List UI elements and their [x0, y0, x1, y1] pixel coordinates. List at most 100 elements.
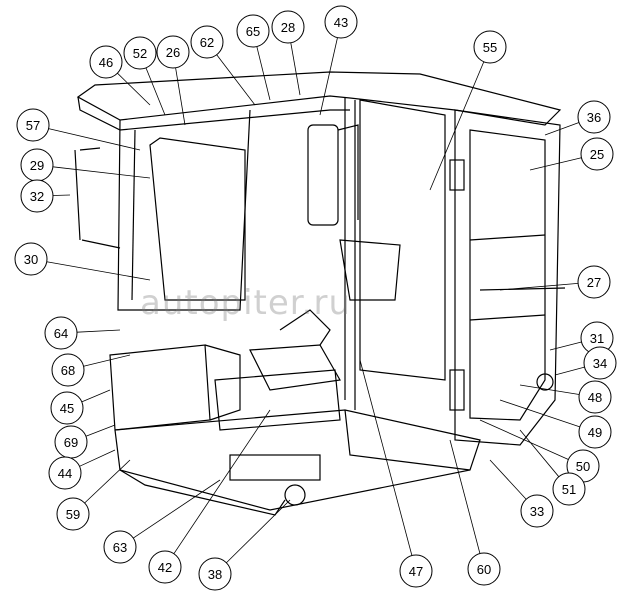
callout-circle: [580, 137, 614, 171]
callout-number: 57: [26, 118, 40, 133]
leader-line: [48, 128, 141, 151]
callout-45: 45: [50, 389, 111, 425]
callout-number: 49: [588, 425, 602, 440]
leader-line: [549, 341, 582, 351]
callout-32: 32: [20, 179, 71, 213]
callout-number: 48: [588, 390, 602, 405]
callout-number: 50: [576, 459, 590, 474]
callout-circle: [14, 242, 48, 276]
callout-circle: [123, 36, 157, 70]
callout-number: 63: [113, 540, 127, 555]
watermark: autopiter.ru: [140, 283, 351, 323]
callout-number: 51: [562, 482, 576, 497]
callout-circle: [20, 179, 54, 213]
callout-number: 64: [54, 326, 68, 341]
callout-number: 68: [61, 363, 75, 378]
leader-line: [256, 46, 271, 101]
callout-34: 34: [554, 346, 617, 380]
leader-line: [117, 72, 151, 106]
callout-number: 59: [66, 507, 80, 522]
callout-51: 51: [519, 429, 586, 506]
callout-number: 30: [24, 252, 38, 267]
leader-line: [83, 354, 131, 367]
callout-circle: [56, 497, 90, 531]
callout-circle: [89, 45, 123, 79]
callout-29: 29: [20, 148, 151, 182]
leader-line: [449, 439, 481, 554]
callout-57: 57: [16, 108, 141, 151]
callout-64: 64: [44, 316, 121, 350]
leader-line: [479, 419, 569, 460]
callout-number: 47: [409, 564, 423, 579]
callout-number: 31: [590, 331, 604, 346]
callout-number: 62: [200, 35, 214, 50]
callout-number: 52: [133, 46, 147, 61]
leader-line: [216, 54, 256, 106]
callout-69: 69: [54, 424, 116, 459]
callout-27: 27: [499, 265, 611, 299]
callout-number: 45: [60, 401, 74, 416]
callout-number: 36: [587, 110, 601, 125]
callout-49: 49: [499, 399, 612, 449]
callout-number: 65: [246, 24, 260, 39]
callout-circle: [236, 14, 270, 48]
callout-number: 42: [158, 560, 172, 575]
callout-number: 43: [334, 15, 348, 30]
leader-line: [52, 194, 71, 196]
callout-circle: [16, 108, 50, 142]
callout-68: 68: [51, 353, 131, 387]
callout-number: 28: [281, 20, 295, 35]
leader-line: [145, 67, 166, 116]
callout-circle: [198, 557, 232, 591]
callout-number: 27: [587, 275, 601, 290]
callout-59: 59: [56, 459, 131, 531]
leader-line: [499, 282, 579, 291]
leader-line: [133, 479, 221, 539]
callout-circle: [50, 391, 84, 425]
leader-line: [84, 459, 131, 504]
callout-60: 60: [449, 439, 501, 586]
callout-number: 26: [166, 45, 180, 60]
leader-line: [319, 37, 338, 116]
callout-circle: [583, 346, 617, 380]
leader-line: [429, 61, 485, 191]
leader-line: [529, 157, 582, 171]
leader-line: [79, 449, 116, 467]
callout-28: 28: [271, 10, 305, 96]
leader-line: [544, 122, 580, 136]
callout-44: 44: [48, 449, 116, 490]
callout-circle: [324, 5, 358, 39]
callout-number: 29: [30, 158, 44, 173]
callout-47: 47: [359, 359, 433, 588]
callout-63: 63: [103, 479, 221, 564]
callout-circle: [578, 415, 612, 449]
callout-48: 48: [519, 380, 612, 414]
callout-circle: [103, 530, 137, 564]
leader-line: [76, 329, 121, 333]
callout-number: 60: [477, 562, 491, 577]
callout-46: 46: [89, 45, 151, 106]
callout-circle: [473, 30, 507, 64]
leader-line: [499, 399, 580, 428]
callout-26: 26: [156, 35, 190, 126]
callout-number: 33: [530, 504, 544, 519]
leader-line: [81, 389, 111, 403]
callout-55: 55: [429, 30, 507, 191]
callout-38: 38: [198, 499, 291, 591]
callout-circle: [552, 472, 586, 506]
callout-circle: [148, 550, 182, 584]
leader-line: [489, 459, 527, 500]
callout-circle: [578, 380, 612, 414]
leader-line: [290, 42, 301, 96]
callout-65: 65: [236, 14, 271, 101]
callout-circle: [577, 265, 611, 299]
leader-line: [519, 429, 560, 477]
callout-62: 62: [190, 25, 256, 106]
callout-31: 31: [549, 321, 614, 355]
leader-line: [519, 384, 580, 395]
callout-circle: [48, 456, 82, 490]
callout-number: 25: [590, 147, 604, 162]
callout-30: 30: [14, 242, 151, 281]
